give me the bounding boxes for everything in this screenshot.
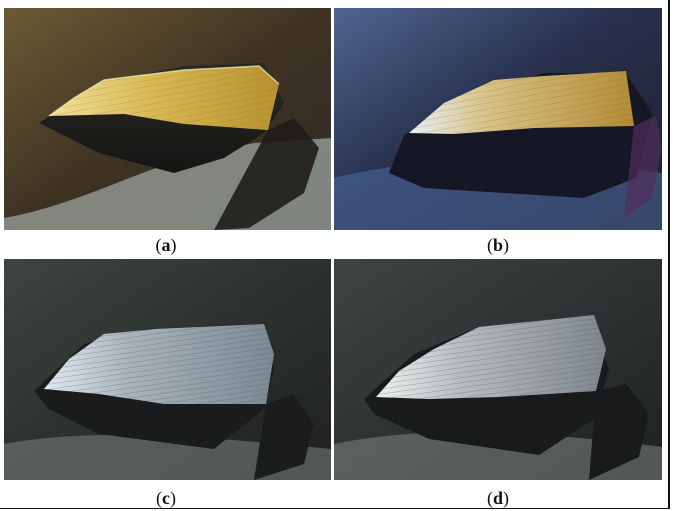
photo-panel-d — [334, 259, 662, 480]
caption-c: (c) — [148, 488, 184, 508]
drill-tip-photo-a — [4, 8, 331, 230]
caption-letter-b: b — [492, 235, 503, 255]
caption-close-paren-c: ) — [170, 488, 176, 508]
caption-open-paren-a: ( — [155, 235, 162, 255]
drill-tip-photo-b — [334, 8, 662, 230]
drill-tip-photo-c — [4, 259, 331, 480]
caption-a: (a) — [148, 235, 184, 255]
drill-tip-photo-d — [334, 259, 662, 480]
caption-close-paren-b: ) — [503, 235, 509, 255]
photo-panel-b — [334, 8, 662, 230]
caption-open-paren-c: ( — [156, 488, 162, 508]
photo-panel-c — [4, 259, 331, 480]
caption-open-paren-d: ( — [486, 488, 493, 508]
caption-close-paren-a: ) — [170, 235, 177, 255]
caption-close-paren-d: ) — [503, 488, 509, 508]
photo-panel-a — [4, 8, 331, 230]
caption-b: (b) — [480, 235, 516, 255]
caption-letter-a: a — [161, 235, 171, 255]
caption-d: (d) — [480, 488, 516, 508]
caption-letter-d: d — [492, 488, 503, 508]
caption-open-paren-b: ( — [486, 235, 493, 255]
caption-letter-c: c — [162, 488, 170, 508]
